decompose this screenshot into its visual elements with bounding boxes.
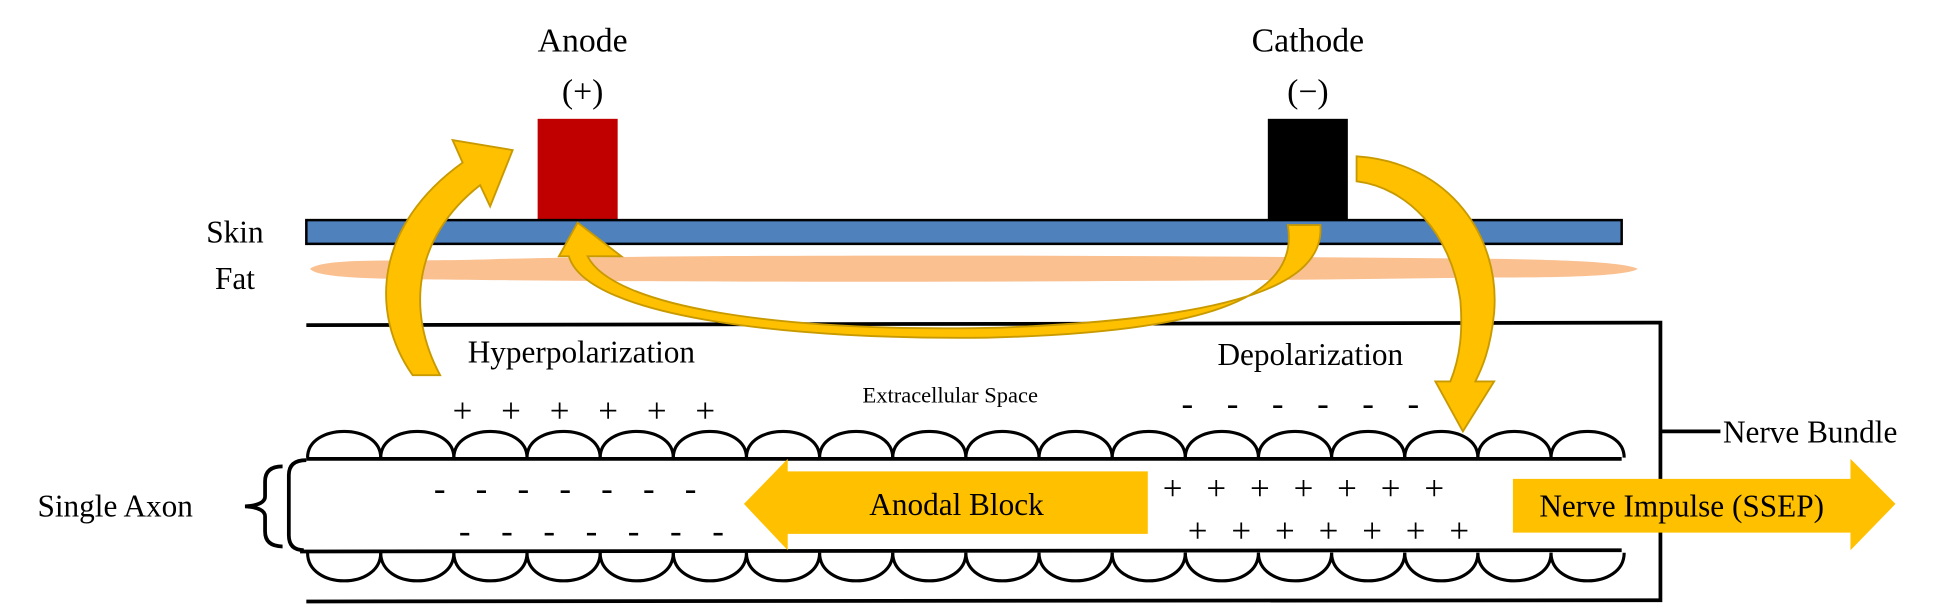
myelin-arc bbox=[1330, 552, 1407, 583]
myelin-arc bbox=[964, 429, 1041, 458]
myelin-arc bbox=[1403, 429, 1480, 458]
anode-polarity: (+) bbox=[562, 74, 604, 111]
nerve-impulse-arrow bbox=[1512, 458, 1896, 551]
hyperpolarization-label: Hyperpolarization bbox=[468, 335, 696, 370]
axon-left-cap bbox=[286, 458, 307, 553]
myelin-arc bbox=[525, 552, 602, 583]
upper-myelin-sheath bbox=[306, 429, 1626, 458]
myelin-arc bbox=[452, 552, 529, 583]
depol-inside-charges-row1: + + + + + + + bbox=[1163, 469, 1444, 508]
nerve-impulse-label: Nerve Impulse (SSEP) bbox=[1539, 488, 1824, 523]
myelin-arc bbox=[1476, 429, 1553, 458]
current-arrow-left-up bbox=[385, 138, 514, 377]
myelin-arc bbox=[1037, 552, 1114, 583]
myelin-arc bbox=[379, 429, 456, 458]
depol-outside-charges: - - - - - - bbox=[1182, 384, 1420, 423]
myelin-arc bbox=[1403, 552, 1480, 583]
hyper-outside-charges: + + + + + + bbox=[453, 392, 716, 431]
myelin-arc bbox=[525, 429, 602, 458]
current-arrow-cathode-to-anode bbox=[557, 221, 1322, 339]
myelin-arc bbox=[891, 552, 968, 583]
extracellular-space-label: Extracellular Space bbox=[862, 383, 1038, 408]
myelin-arc bbox=[964, 552, 1041, 583]
myelin-arc bbox=[1110, 552, 1187, 583]
cathode-label: Cathode bbox=[1252, 22, 1364, 59]
myelin-arc bbox=[598, 429, 675, 458]
myelin-arc bbox=[671, 552, 749, 583]
myelin-arc bbox=[1110, 429, 1187, 458]
depolarization-label: Depolarization bbox=[1217, 337, 1403, 372]
hyper-inside-charges-row2: - - - - - - - bbox=[459, 512, 724, 551]
anodal-block-arrow bbox=[743, 458, 1148, 551]
myelin-arc bbox=[744, 429, 822, 458]
current-arrow-right-down bbox=[1355, 155, 1496, 434]
myelin-arc bbox=[1549, 429, 1626, 458]
hyper-inside-charges-row1: - - - - - - - bbox=[434, 469, 697, 508]
nerve-bundle-outline bbox=[306, 320, 1663, 604]
myelin-arc bbox=[1330, 429, 1407, 458]
myelin-arc bbox=[1183, 552, 1261, 583]
cathode-polarity: (−) bbox=[1287, 74, 1329, 111]
myelin-arc bbox=[891, 429, 968, 458]
fat-layer bbox=[310, 255, 1638, 282]
myelin-arc bbox=[306, 429, 383, 458]
myelin-arc bbox=[671, 429, 749, 458]
axon-membrane-bottom bbox=[300, 548, 1622, 554]
myelin-arc bbox=[1476, 552, 1553, 583]
fat-label: Fat bbox=[215, 261, 255, 296]
nerve-bundle-label: Nerve Bundle bbox=[1723, 415, 1897, 450]
myelin-arc bbox=[818, 429, 895, 458]
anodal-block-label: Anodal Block bbox=[869, 487, 1044, 522]
myelin-arc bbox=[1037, 429, 1114, 458]
myelin-arc bbox=[379, 552, 456, 583]
skin-layer bbox=[305, 218, 1623, 246]
myelin-arc bbox=[598, 552, 675, 583]
lower-myelin-sheath bbox=[306, 552, 1626, 583]
depol-inside-charges-row2: + + + + + + + bbox=[1188, 512, 1469, 551]
myelin-arc bbox=[818, 552, 895, 583]
myelin-arc bbox=[1256, 552, 1334, 583]
single-axon-label: Single Axon bbox=[38, 488, 194, 523]
anode-label: Anode bbox=[538, 22, 628, 59]
anode-electrode bbox=[537, 118, 618, 221]
single-axon-brace bbox=[244, 464, 283, 549]
skin-label: Skin bbox=[206, 215, 264, 250]
myelin-arc bbox=[1256, 429, 1334, 458]
myelin-arc bbox=[744, 552, 822, 583]
cathode-electrode bbox=[1267, 118, 1348, 221]
myelin-arc bbox=[1549, 552, 1626, 583]
myelin-arc bbox=[306, 552, 383, 583]
myelin-arc bbox=[452, 429, 529, 458]
myelin-arc bbox=[1183, 429, 1261, 458]
